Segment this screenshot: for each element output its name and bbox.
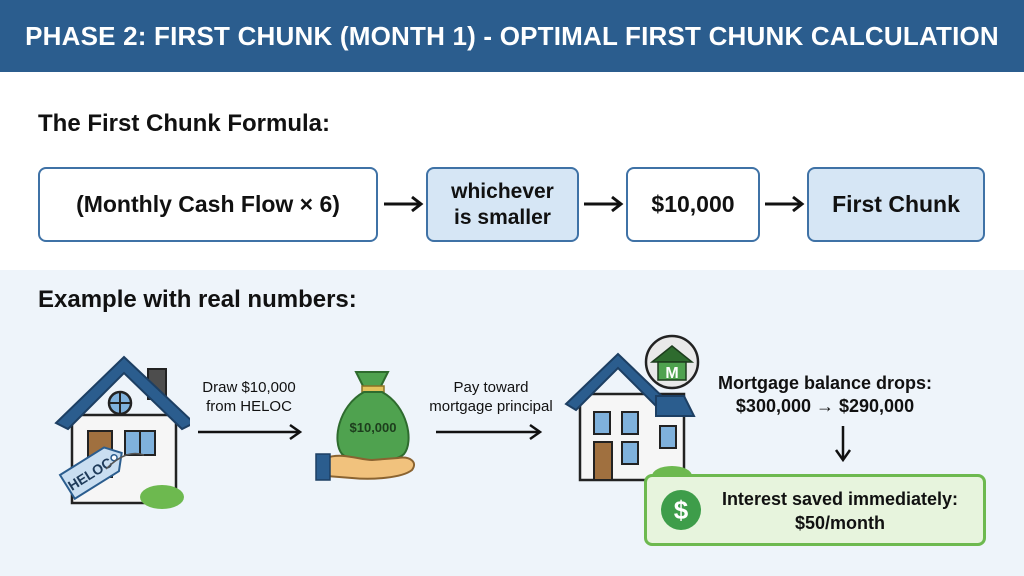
formula-box-first-chunk: First Chunk [807, 167, 985, 242]
arrow-right-icon [198, 423, 303, 441]
svg-text:$: $ [674, 495, 689, 525]
arrow-right-icon [584, 195, 624, 213]
dollar-coin-icon: $ [661, 490, 701, 530]
interest-saved-label: Interest saved immediately: [721, 489, 959, 509]
interest-saved-box: $ Interest saved immediately: $50/month [644, 474, 986, 546]
step-draw-caption: Draw $10,000 from HELOC [202, 379, 296, 415]
step-pay-caption: Pay toward mortgage principal [429, 379, 553, 415]
header-banner: PHASE 2: FIRST CHUNK (MONTH 1) - OPTIMAL… [0, 0, 1024, 72]
balance-drop-text: Mortgage balance drops: $300,000 → $290,… [717, 373, 933, 416]
money-bag-icon: $10,000 [315, 371, 416, 481]
formula-box-cap-amount: $10,000 [626, 167, 760, 242]
house-icon: HELOC [54, 355, 190, 509]
formula-box-cash-flow: (Monthly Cash Flow × 6) [38, 167, 378, 242]
mortgage-house-icon: M [564, 334, 700, 484]
example-title: Example with real numbers: [38, 286, 357, 313]
arrow-down-icon [834, 426, 852, 463]
formula-title: The First Chunk Formula: [38, 110, 331, 137]
arrow-right-icon [384, 195, 424, 213]
formula-box-whichever-smaller: whichever is smaller [426, 167, 579, 242]
interest-saved-amount: $50/month [794, 513, 886, 533]
svg-text:$10,000: $10,000 [350, 420, 397, 435]
arrow-right-icon [765, 195, 805, 213]
svg-text:M: M [665, 365, 678, 382]
page-title: PHASE 2: FIRST CHUNK (MONTH 1) - OPTIMAL… [25, 20, 999, 51]
mortgage-badge-icon: M [644, 334, 700, 390]
arrow-right-icon [436, 423, 543, 441]
